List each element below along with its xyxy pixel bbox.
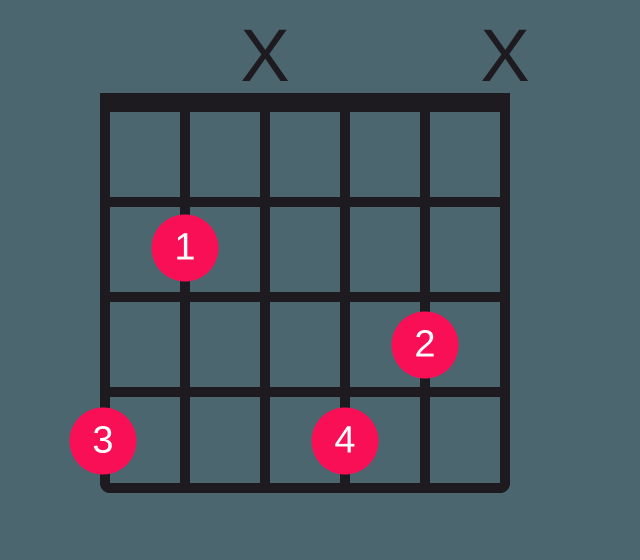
fret-line-2	[100, 292, 510, 302]
nut	[100, 93, 510, 112]
muted-string-marker-3: X	[240, 14, 290, 97]
finger-dot-3: 3	[69, 407, 137, 475]
finger-dot-1: 1	[151, 214, 219, 282]
fret-line-1	[100, 197, 510, 207]
fret-line-3	[100, 387, 510, 397]
finger-dot-4: 4	[311, 407, 379, 475]
finger-dot-2: 2	[391, 311, 459, 379]
muted-string-marker-6: X	[480, 14, 530, 97]
